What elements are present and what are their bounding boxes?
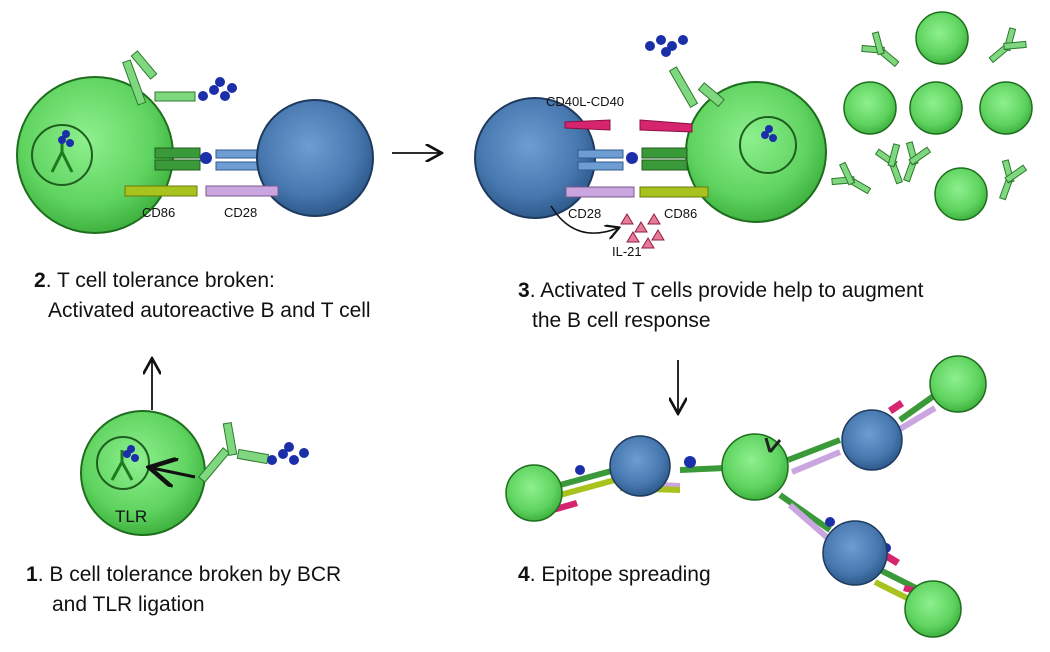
tlr-receptor xyxy=(110,450,134,481)
antigen-cluster xyxy=(123,445,139,462)
t-cell xyxy=(256,99,374,217)
cd28-bar xyxy=(565,186,635,198)
step-2-line2: Activated autoreactive B and T cell xyxy=(48,299,371,322)
step-2-line1: . T cell tolerance broken: xyxy=(45,269,275,292)
bcr-antibody xyxy=(764,437,782,453)
antigen-cluster xyxy=(761,125,777,142)
step-3-text: 3. Activated T cells provide help to aug… xyxy=(518,276,923,336)
cd28-label: CD28 xyxy=(568,206,601,221)
step-1-line1: . B cell tolerance broken by BCR xyxy=(37,563,342,586)
step-1-text: 1. B cell tolerance broken by BCR and TL… xyxy=(26,560,341,620)
step-3-number: 3 xyxy=(518,279,530,302)
il21-molecules xyxy=(620,213,665,249)
il21-secretion-arrow xyxy=(550,205,618,233)
bcr-antibody xyxy=(122,50,196,106)
step-4-number: 4 xyxy=(518,563,530,586)
bcr-antibody xyxy=(668,66,725,109)
cd86-bar xyxy=(639,186,709,198)
antigen-chain xyxy=(198,77,237,101)
step-4-line1: . Epitope spreading xyxy=(529,563,711,586)
bcr-antibody xyxy=(198,421,270,483)
nucleus xyxy=(739,116,797,174)
step-1-line2: and TLR ligation xyxy=(52,593,205,616)
panel-4 xyxy=(505,355,987,638)
panel-3: CD40L-CD40 CD28 CD86 IL-21 xyxy=(474,11,1033,259)
il21-label: IL-21 xyxy=(612,244,642,259)
b-cells xyxy=(505,355,987,638)
step-2-number: 2 xyxy=(34,269,46,292)
cd40l-cd40-label: CD40L-CD40 xyxy=(546,94,624,109)
cd28-bar xyxy=(205,185,279,197)
b-cell xyxy=(685,81,827,223)
step-3-line1: . Activated T cells provide help to augm… xyxy=(529,279,924,302)
t-cells xyxy=(609,409,903,586)
cd28-label: CD28 xyxy=(224,205,257,220)
nucleus xyxy=(31,124,93,186)
step-1-number: 1 xyxy=(26,563,38,586)
step-3-line2: the B cell response xyxy=(532,309,711,332)
cd86-bar xyxy=(124,185,198,197)
tlr-label: TLR xyxy=(115,507,147,526)
panel-1: TLR xyxy=(80,410,309,536)
panel-2: CD86 CD28 xyxy=(16,50,374,234)
internalization-arrow xyxy=(152,468,196,477)
cd40l xyxy=(564,119,611,131)
step-4-text: 4. Epitope spreading xyxy=(518,560,711,590)
expanded-b-cells xyxy=(843,11,1033,221)
cell-network-connectors xyxy=(559,392,937,605)
cd86-label: CD86 xyxy=(664,206,697,221)
antigen-chain xyxy=(645,35,688,57)
cd86-label: CD86 xyxy=(142,205,175,220)
step-2-text: 2. T cell tolerance broken: Activated au… xyxy=(34,266,371,326)
cd40 xyxy=(639,119,693,133)
mhc-tcr-complex xyxy=(577,147,688,171)
antigen-chain xyxy=(267,442,309,465)
antigen-cluster xyxy=(58,130,74,147)
t-cell xyxy=(474,97,596,219)
